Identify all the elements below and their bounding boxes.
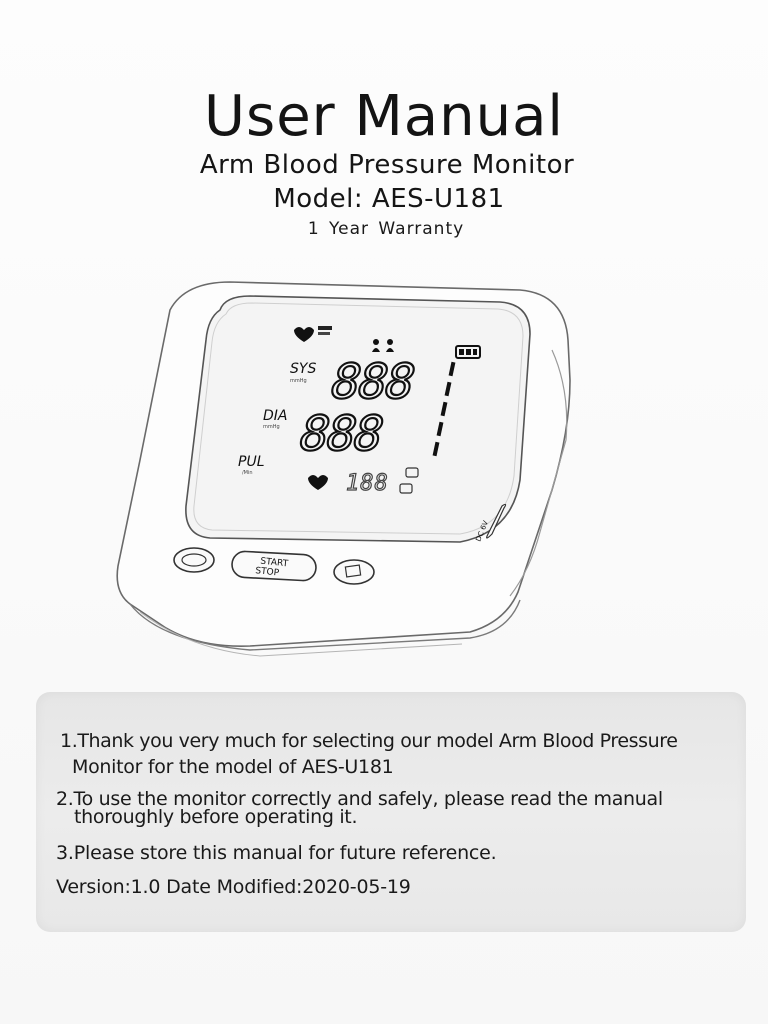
pul-label: PUL — [238, 454, 265, 470]
systolic-digits: 888 — [329, 354, 416, 410]
pulse-heart-icon — [308, 475, 328, 490]
svg-text:/Min: /Min — [242, 470, 253, 476]
stop-label: STOP — [255, 566, 280, 578]
note-1: 1.Thank you very much for selecting our … — [60, 730, 678, 752]
start-stop-button[interactable] — [231, 550, 317, 582]
model-number: Model: AES-U181 — [273, 184, 505, 214]
memory-button[interactable] — [333, 559, 375, 585]
blood-pressure-monitor-illustration: SYS mmHg DIA mmHg PUL /Min 888 888 188 S… — [116, 281, 571, 657]
dc-power-port — [486, 503, 507, 539]
svg-text:mmHg: mmHg — [290, 378, 307, 384]
user-icon — [373, 339, 379, 345]
sys-label: SYS — [290, 361, 316, 377]
note-1-continued: Monitor for the model of AES-U181 — [72, 756, 394, 778]
note-2: 2.To use the monitor correctly and safel… — [56, 788, 663, 810]
lcd-screen — [185, 295, 531, 543]
heart-icon — [294, 327, 314, 342]
dia-label: DIA — [263, 408, 288, 424]
version-info: Version:1.0 Date Modified:2020-05-19 — [56, 876, 411, 898]
svg-text:mmHg: mmHg — [263, 424, 280, 430]
warranty-text: 1 Year Warranty — [307, 219, 465, 239]
document-title: User Manual — [204, 84, 564, 149]
product-name: Arm Blood Pressure Monitor — [199, 150, 575, 180]
diastolic-digits: 888 — [298, 406, 385, 462]
monitor-base — [129, 599, 521, 651]
level-indicator-bars — [432, 361, 456, 457]
notes-box: 1.Thank you very much for selecting our … — [36, 692, 746, 932]
battery-icon — [455, 345, 481, 359]
note-3: 3.Please store this manual for future re… — [56, 842, 497, 864]
pulse-digits: 188 — [346, 471, 389, 496]
start-label: START — [260, 557, 289, 570]
settings-button[interactable] — [173, 547, 215, 573]
note-2-continued: thoroughly before operating it. — [74, 806, 358, 828]
